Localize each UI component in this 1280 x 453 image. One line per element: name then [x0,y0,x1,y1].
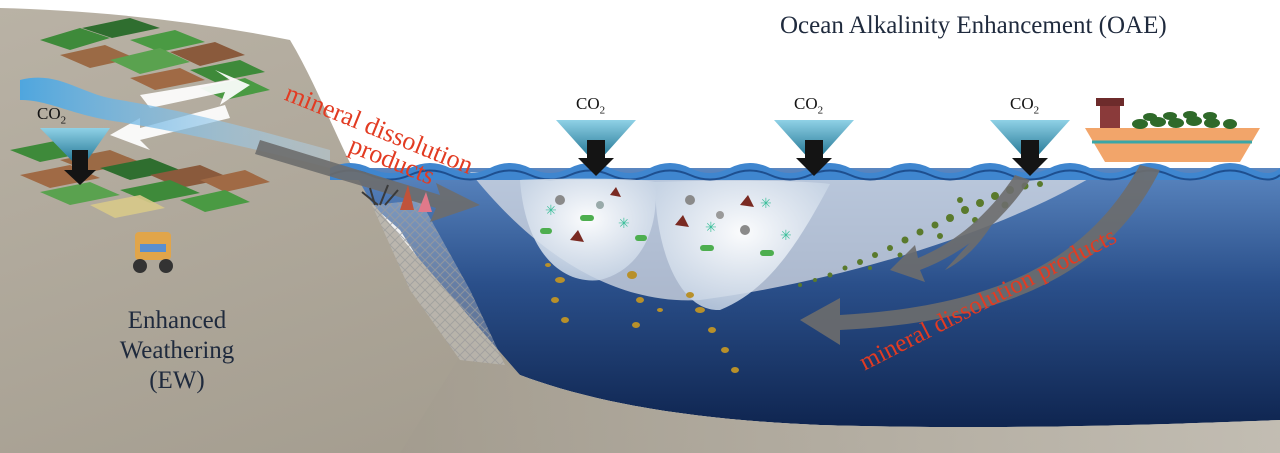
ship [1085,98,1260,162]
co2-text: CO [37,104,61,123]
tractor [133,232,173,273]
svg-text:✳: ✳ [545,203,557,219]
shelf-mesh-fill [372,200,505,365]
svg-text:✳: ✳ [760,196,772,212]
co2-subscript: 2 [599,104,606,117]
seabed [400,340,1280,453]
plankton-organisms: ✳ ✳ ✳ ✳ ✳ [540,187,792,256]
co2-label-ocean-1: CO2 [576,94,605,116]
river [20,77,330,168]
farmland-bottom [10,140,270,218]
seaweed [361,184,399,206]
co2-label-ocean-3: CO2 [1010,94,1039,116]
land-hill [0,8,1280,453]
svg-text:✳: ✳ [705,220,717,236]
co2-subscript: 2 [817,104,824,117]
co2-funnel-3 [990,120,1070,176]
enhanced-weathering-label: Enhanced Weathering (EW) [92,306,262,396]
ew-label-line2: Weathering (EW) [119,337,235,394]
farmland-top [40,18,270,100]
svg-text:✳: ✳ [618,216,630,232]
diagram-title: Ocean Alkalinity Enhancement (OAE) [780,12,1167,39]
co2-text: CO [1010,94,1034,113]
co2-label-land: CO2 [37,104,66,126]
sinking-particles [545,263,739,373]
shelf-mesh [372,200,505,365]
co2-text: CO [576,94,600,113]
plankton-bloom-left [520,178,656,281]
co2-subscript: 2 [1033,104,1040,117]
co2-funnel-land [40,128,110,185]
co2-funnel-1 [556,120,636,176]
flow-arrow-ship-down [800,165,1160,345]
plankton-bloom-right [655,180,830,311]
svg-text:✳: ✳ [780,228,792,244]
coral [400,185,432,212]
co2-subscript: 2 [60,114,67,127]
co2-funnel-2 [774,120,854,176]
ew-label-line1: Enhanced [127,307,227,334]
co2-label-ocean-2: CO2 [794,94,823,116]
co2-text: CO [794,94,818,113]
